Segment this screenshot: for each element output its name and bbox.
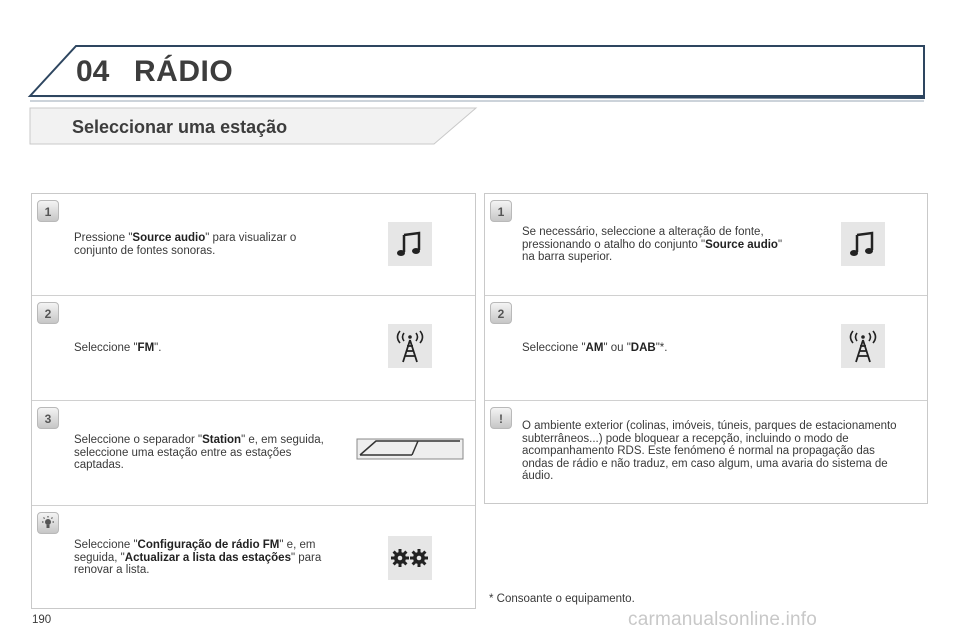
footnote: * Consoante o equipamento. xyxy=(489,593,635,605)
warning-badge: ! xyxy=(490,407,512,429)
step-number-badge: 2 xyxy=(37,302,59,324)
step-row: 2 Seleccione "AM" ou "DAB"*. xyxy=(485,295,927,400)
step-row: 2 Seleccione "FM". xyxy=(32,295,475,400)
music-note-icon xyxy=(841,222,885,266)
music-note-icon xyxy=(388,222,432,266)
left-steps-panel: 1 Pressione "Source audio" para visualiz… xyxy=(31,193,476,609)
light-bulb-icon xyxy=(42,516,54,528)
warning-text: O ambiente exterior (colinas, imóveis, t… xyxy=(522,420,897,482)
step-text: Se necessário, seleccione a alteração de… xyxy=(522,226,783,263)
step-row: 1 Se necessário, seleccione a alteração … xyxy=(485,194,927,295)
antenna-icon xyxy=(841,324,885,368)
step-text: Seleccione "FM". xyxy=(74,342,162,354)
chapter-title: RÁDIO xyxy=(134,55,234,88)
chapter-number: 04 xyxy=(76,55,110,88)
step-number-badge: 1 xyxy=(490,200,512,222)
watermark: carmanualsonline.info xyxy=(628,609,818,630)
step-row: Seleccione "Configuração de rádio FM" e,… xyxy=(32,505,475,610)
step-text: Seleccione "AM" ou "DAB"*. xyxy=(522,342,668,354)
step-text: Seleccione "Configuração de rádio FM" e,… xyxy=(74,539,322,576)
right-steps-panel: 1 Se necessário, seleccione a alteração … xyxy=(484,193,928,504)
antenna-icon xyxy=(388,324,432,368)
step-tip-badge xyxy=(37,512,59,534)
step-number-badge: 2 xyxy=(490,302,512,324)
section-title: Seleccionar uma estação xyxy=(72,117,288,137)
step-number-badge: 3 xyxy=(37,407,59,429)
step-row: 3 Seleccione o separador "Station" e, em… xyxy=(32,400,475,505)
step-text: Seleccione o separador "Station" e, em s… xyxy=(74,434,324,471)
step-number-badge: 1 xyxy=(37,200,59,222)
section-header-frame xyxy=(29,107,478,145)
warning-row: ! O ambiente exterior (colinas, imóveis,… xyxy=(485,400,927,505)
tab-separator-icon xyxy=(356,431,464,461)
chapter-header-frame xyxy=(27,45,925,102)
page-number: 190 xyxy=(32,614,52,626)
step-row: 1 Pressione "Source audio" para visualiz… xyxy=(32,194,475,295)
gears-icon xyxy=(388,536,432,580)
step-text: Pressione "Source audio" para visualizar… xyxy=(74,232,297,257)
